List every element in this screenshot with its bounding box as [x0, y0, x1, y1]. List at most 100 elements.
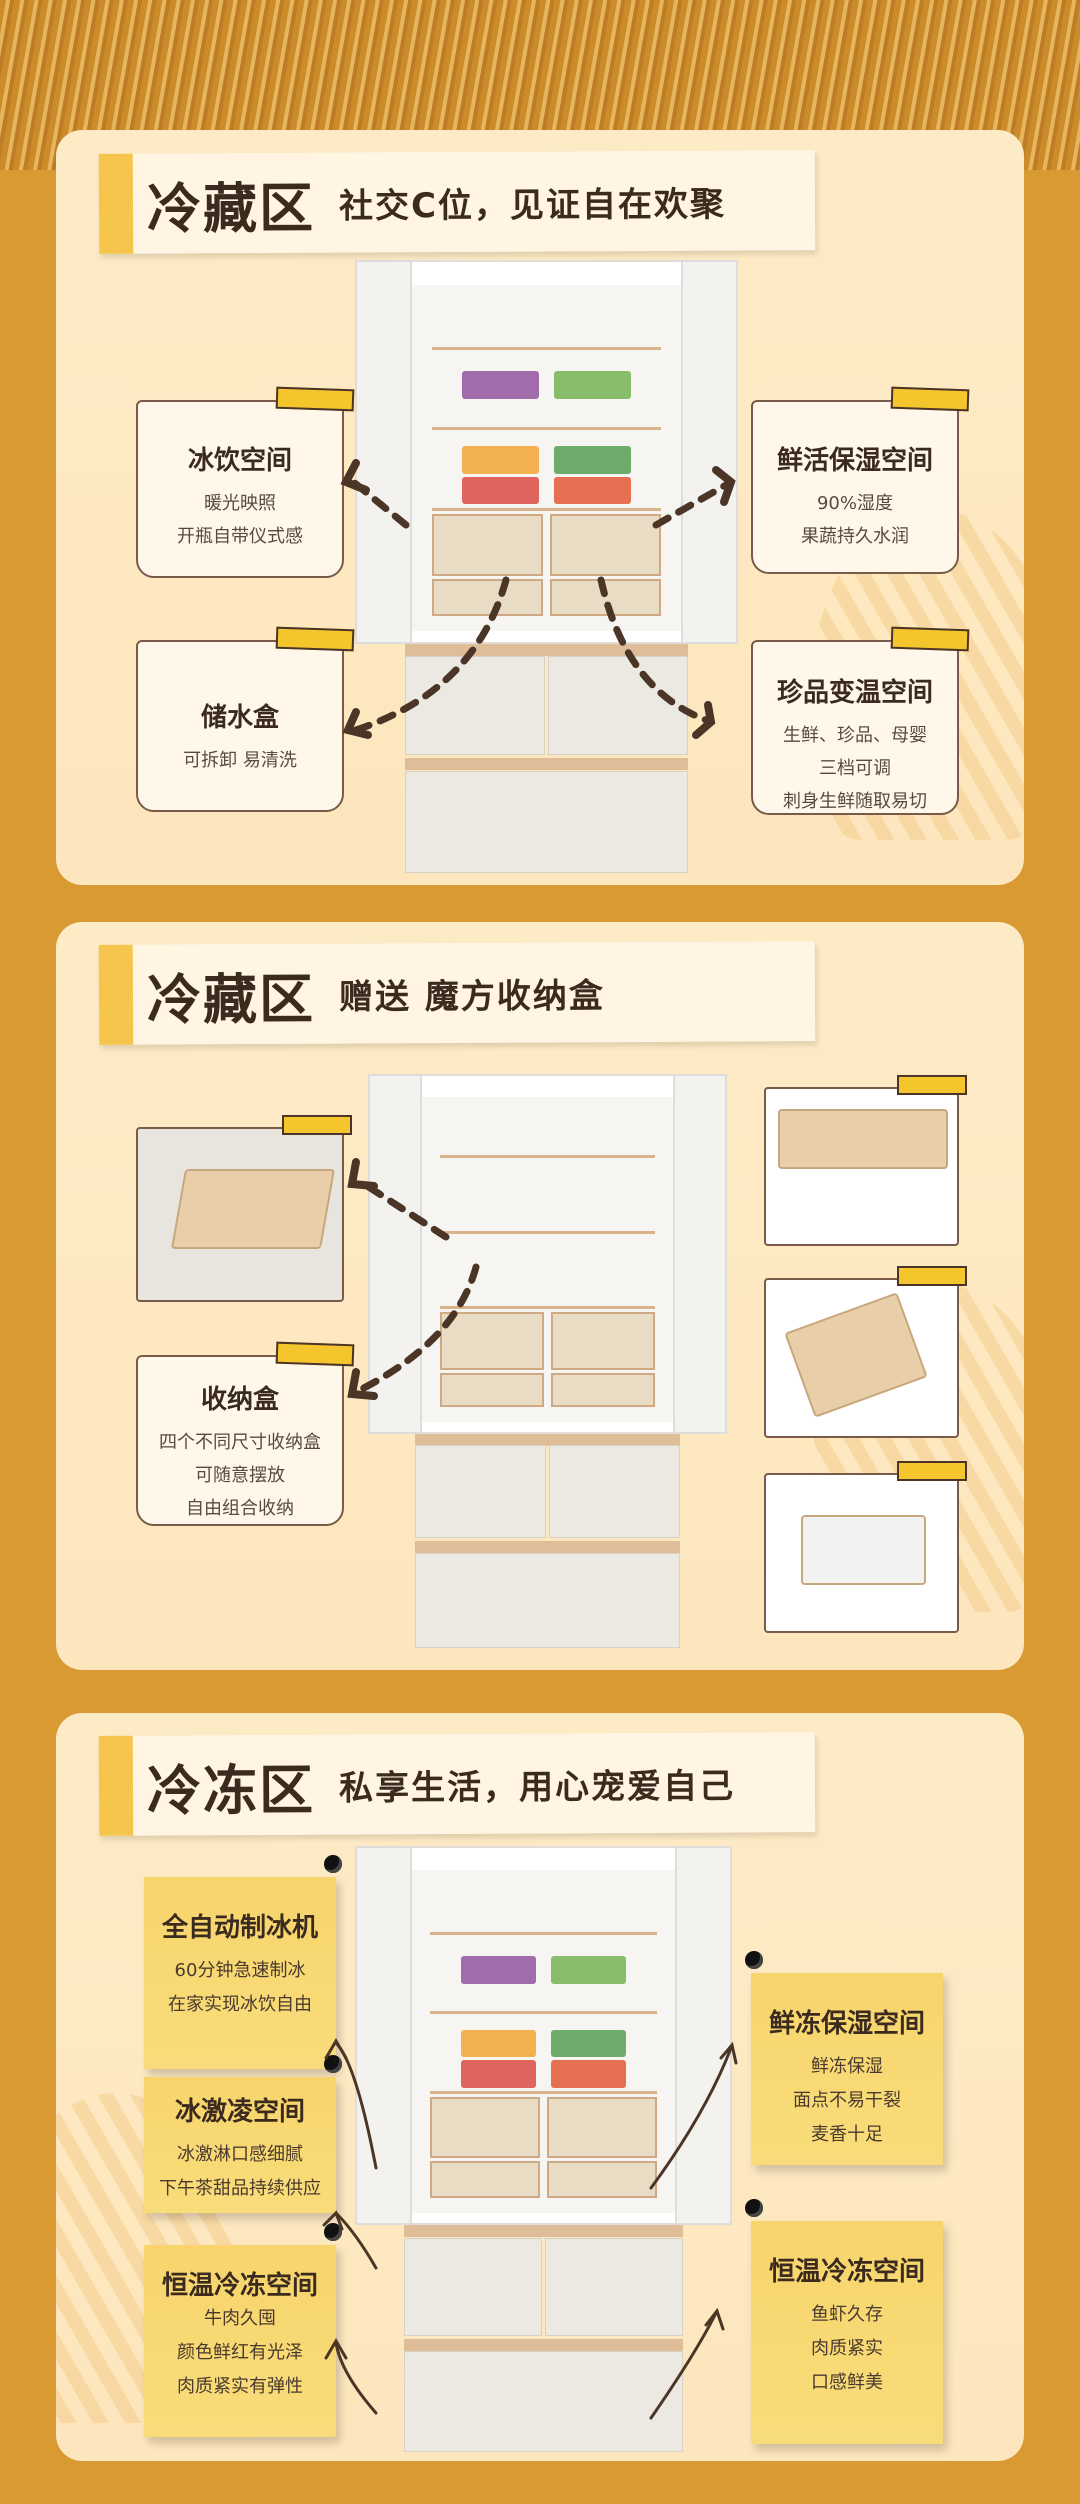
- pin-icon: [324, 2055, 342, 2073]
- food-container: [460, 1956, 536, 1984]
- fridge-drawer: [430, 2096, 540, 2159]
- section-title: 冷藏区: [146, 967, 316, 1032]
- tape-decoration: [890, 386, 970, 412]
- section-subtitle: 私享生活，用心宠爱自己: [338, 1766, 736, 1809]
- card-line: 可随意摆放: [195, 1465, 285, 1486]
- freezer-left-door: [404, 2237, 542, 2336]
- sticky-note: 恒温冷冻空间鱼虾久存肉质紧实口感鲜美: [745, 2199, 943, 2444]
- card-title: 冰饮空间: [187, 446, 292, 476]
- freezer-bottom-drawer: [414, 1552, 681, 1649]
- storage-box: [801, 1515, 926, 1585]
- header-accent-bar: [98, 944, 134, 1045]
- fridge-trim: [404, 758, 689, 771]
- fridge-image: [355, 1846, 732, 2458]
- food-container: [554, 445, 631, 474]
- section-title: 冷藏区: [146, 176, 316, 241]
- freezer-right-door: [548, 656, 689, 756]
- freezer-bottom-drawer: [404, 2350, 683, 2452]
- pin-icon: [745, 1951, 763, 1969]
- note-title: 全自动制冰机: [161, 1913, 318, 1943]
- section-header: 冷藏区 赠送 魔方收纳盒: [98, 941, 816, 1045]
- feature-card: 储水盒可拆卸 易清洗: [136, 626, 355, 812]
- section-header: 冷藏区 社交C位，见证自在欢聚: [98, 150, 816, 254]
- sticky-note: 全自动制冰机 60分钟急速制冰在家实现冰饮自由: [144, 1855, 342, 2069]
- fridge-drawer: [551, 1372, 656, 1408]
- card-line: 可拆卸 易清洗: [183, 750, 297, 771]
- card-line: 90%湿度: [816, 493, 893, 514]
- note-line: 冰激淋口感细腻: [177, 2144, 303, 2165]
- pin-icon: [324, 2223, 342, 2241]
- tape-decoration: [282, 1115, 352, 1135]
- note-title: 鲜冻保湿空间: [768, 2009, 925, 2039]
- fridge-drawer: [547, 2161, 657, 2198]
- fridge-drawer: [550, 513, 662, 576]
- card-line: 三档可调: [819, 758, 891, 779]
- section-title: 冷冻区: [146, 1758, 316, 1823]
- fridge-trim: [414, 1433, 681, 1446]
- header-accent-bar: [98, 153, 134, 254]
- card-line: 自由组合收纳: [186, 1498, 294, 1519]
- card-line: 开瓶自带仪式感: [177, 526, 303, 547]
- section-subtitle: 社交C位，见证自在欢聚: [338, 184, 727, 227]
- freezer-left-door: [414, 1445, 546, 1538]
- note-line: 牛肉久囤: [204, 2308, 276, 2329]
- fridge-drawer: [431, 578, 543, 616]
- fridge-left-door: [355, 260, 413, 644]
- card-line: 果蔬持久水润: [801, 526, 909, 547]
- fridge-shelf: [430, 2090, 657, 2094]
- fridge-shelf: [430, 1931, 657, 1935]
- note-line: 肉质紧实有弹性: [177, 2376, 303, 2397]
- fridge-shelf: [439, 1306, 656, 1309]
- note-line: 在家实现冰饮自由: [168, 1994, 312, 2015]
- fridge-shelf: [431, 346, 662, 350]
- sticky-note: 恒温冷冻空间牛肉久囤颜色鲜红有光泽肉质紧实有弹性: [144, 2223, 342, 2437]
- note-line: 下午茶甜品持续供应: [159, 2178, 321, 2199]
- food-container: [460, 2060, 536, 2088]
- header-accent-bar: [98, 1735, 134, 1836]
- fridge-image: [368, 1074, 727, 1654]
- storage-box: [784, 1292, 928, 1418]
- food-container: [462, 371, 539, 400]
- sticky-note: 鲜冻保湿空间鲜冻保湿面点不易干裂麦香十足: [745, 1951, 943, 2165]
- food-container: [462, 476, 539, 505]
- section-subtitle: 赠送 魔方收纳盒: [338, 975, 605, 1018]
- fridge-shelf: [430, 2011, 657, 2015]
- section-header: 冷冻区 私享生活，用心宠爱自己: [98, 1732, 816, 1836]
- storage-box-photo: [764, 1461, 967, 1633]
- tape-decoration: [275, 626, 355, 652]
- fridge-drawer: [431, 513, 543, 576]
- card-title: 珍品变温空间: [776, 678, 933, 708]
- note-title: 恒温冷冻空间: [768, 2257, 925, 2287]
- note-line: 鲜冻保湿: [811, 2056, 883, 2077]
- fridge-shelf: [439, 1230, 656, 1234]
- fridge-drawer: [430, 2161, 540, 2198]
- note-line: 肉质紧实: [811, 2338, 883, 2359]
- note-title: 恒温冷冻空间: [161, 2271, 318, 2301]
- note-line: 60分钟急速制冰: [174, 1960, 306, 1981]
- fridge-left-door: [368, 1074, 422, 1434]
- fridge-drawer: [547, 2096, 657, 2159]
- fridge-shelf: [431, 507, 662, 511]
- fridge-image: [355, 260, 738, 879]
- feature-card: 冰饮空间暖光映照开瓶自带仪式感: [136, 386, 355, 578]
- note-line: 麦香十足: [811, 2124, 883, 2145]
- tape-decoration: [890, 626, 970, 652]
- fridge-right-door: [675, 1846, 732, 2226]
- freezer-left-door: [404, 656, 545, 756]
- feature-card: 珍品变温空间生鲜、珍品、母婴三档可调刺身生鲜随取易切: [751, 626, 970, 815]
- fridge-shelf: [439, 1155, 656, 1159]
- fridge-trim: [404, 2338, 683, 2351]
- fridge-right-door: [673, 1074, 727, 1434]
- tape-decoration: [275, 386, 355, 412]
- tape-decoration: [897, 1075, 967, 1095]
- tape-decoration: [897, 1266, 967, 1286]
- storage-box-photo: [764, 1075, 967, 1246]
- fridge-shelf: [431, 427, 662, 431]
- fridge-drawer: [439, 1372, 544, 1408]
- fridge-trim: [404, 2225, 683, 2238]
- pin-icon: [745, 2199, 763, 2217]
- card-title: 收纳盒: [200, 1385, 279, 1415]
- food-container: [460, 2029, 536, 2058]
- feature-card: 收纳盒四个不同尺寸收纳盒可随意摆放自由组合收纳: [136, 1341, 355, 1526]
- fridge-trim: [414, 1540, 681, 1553]
